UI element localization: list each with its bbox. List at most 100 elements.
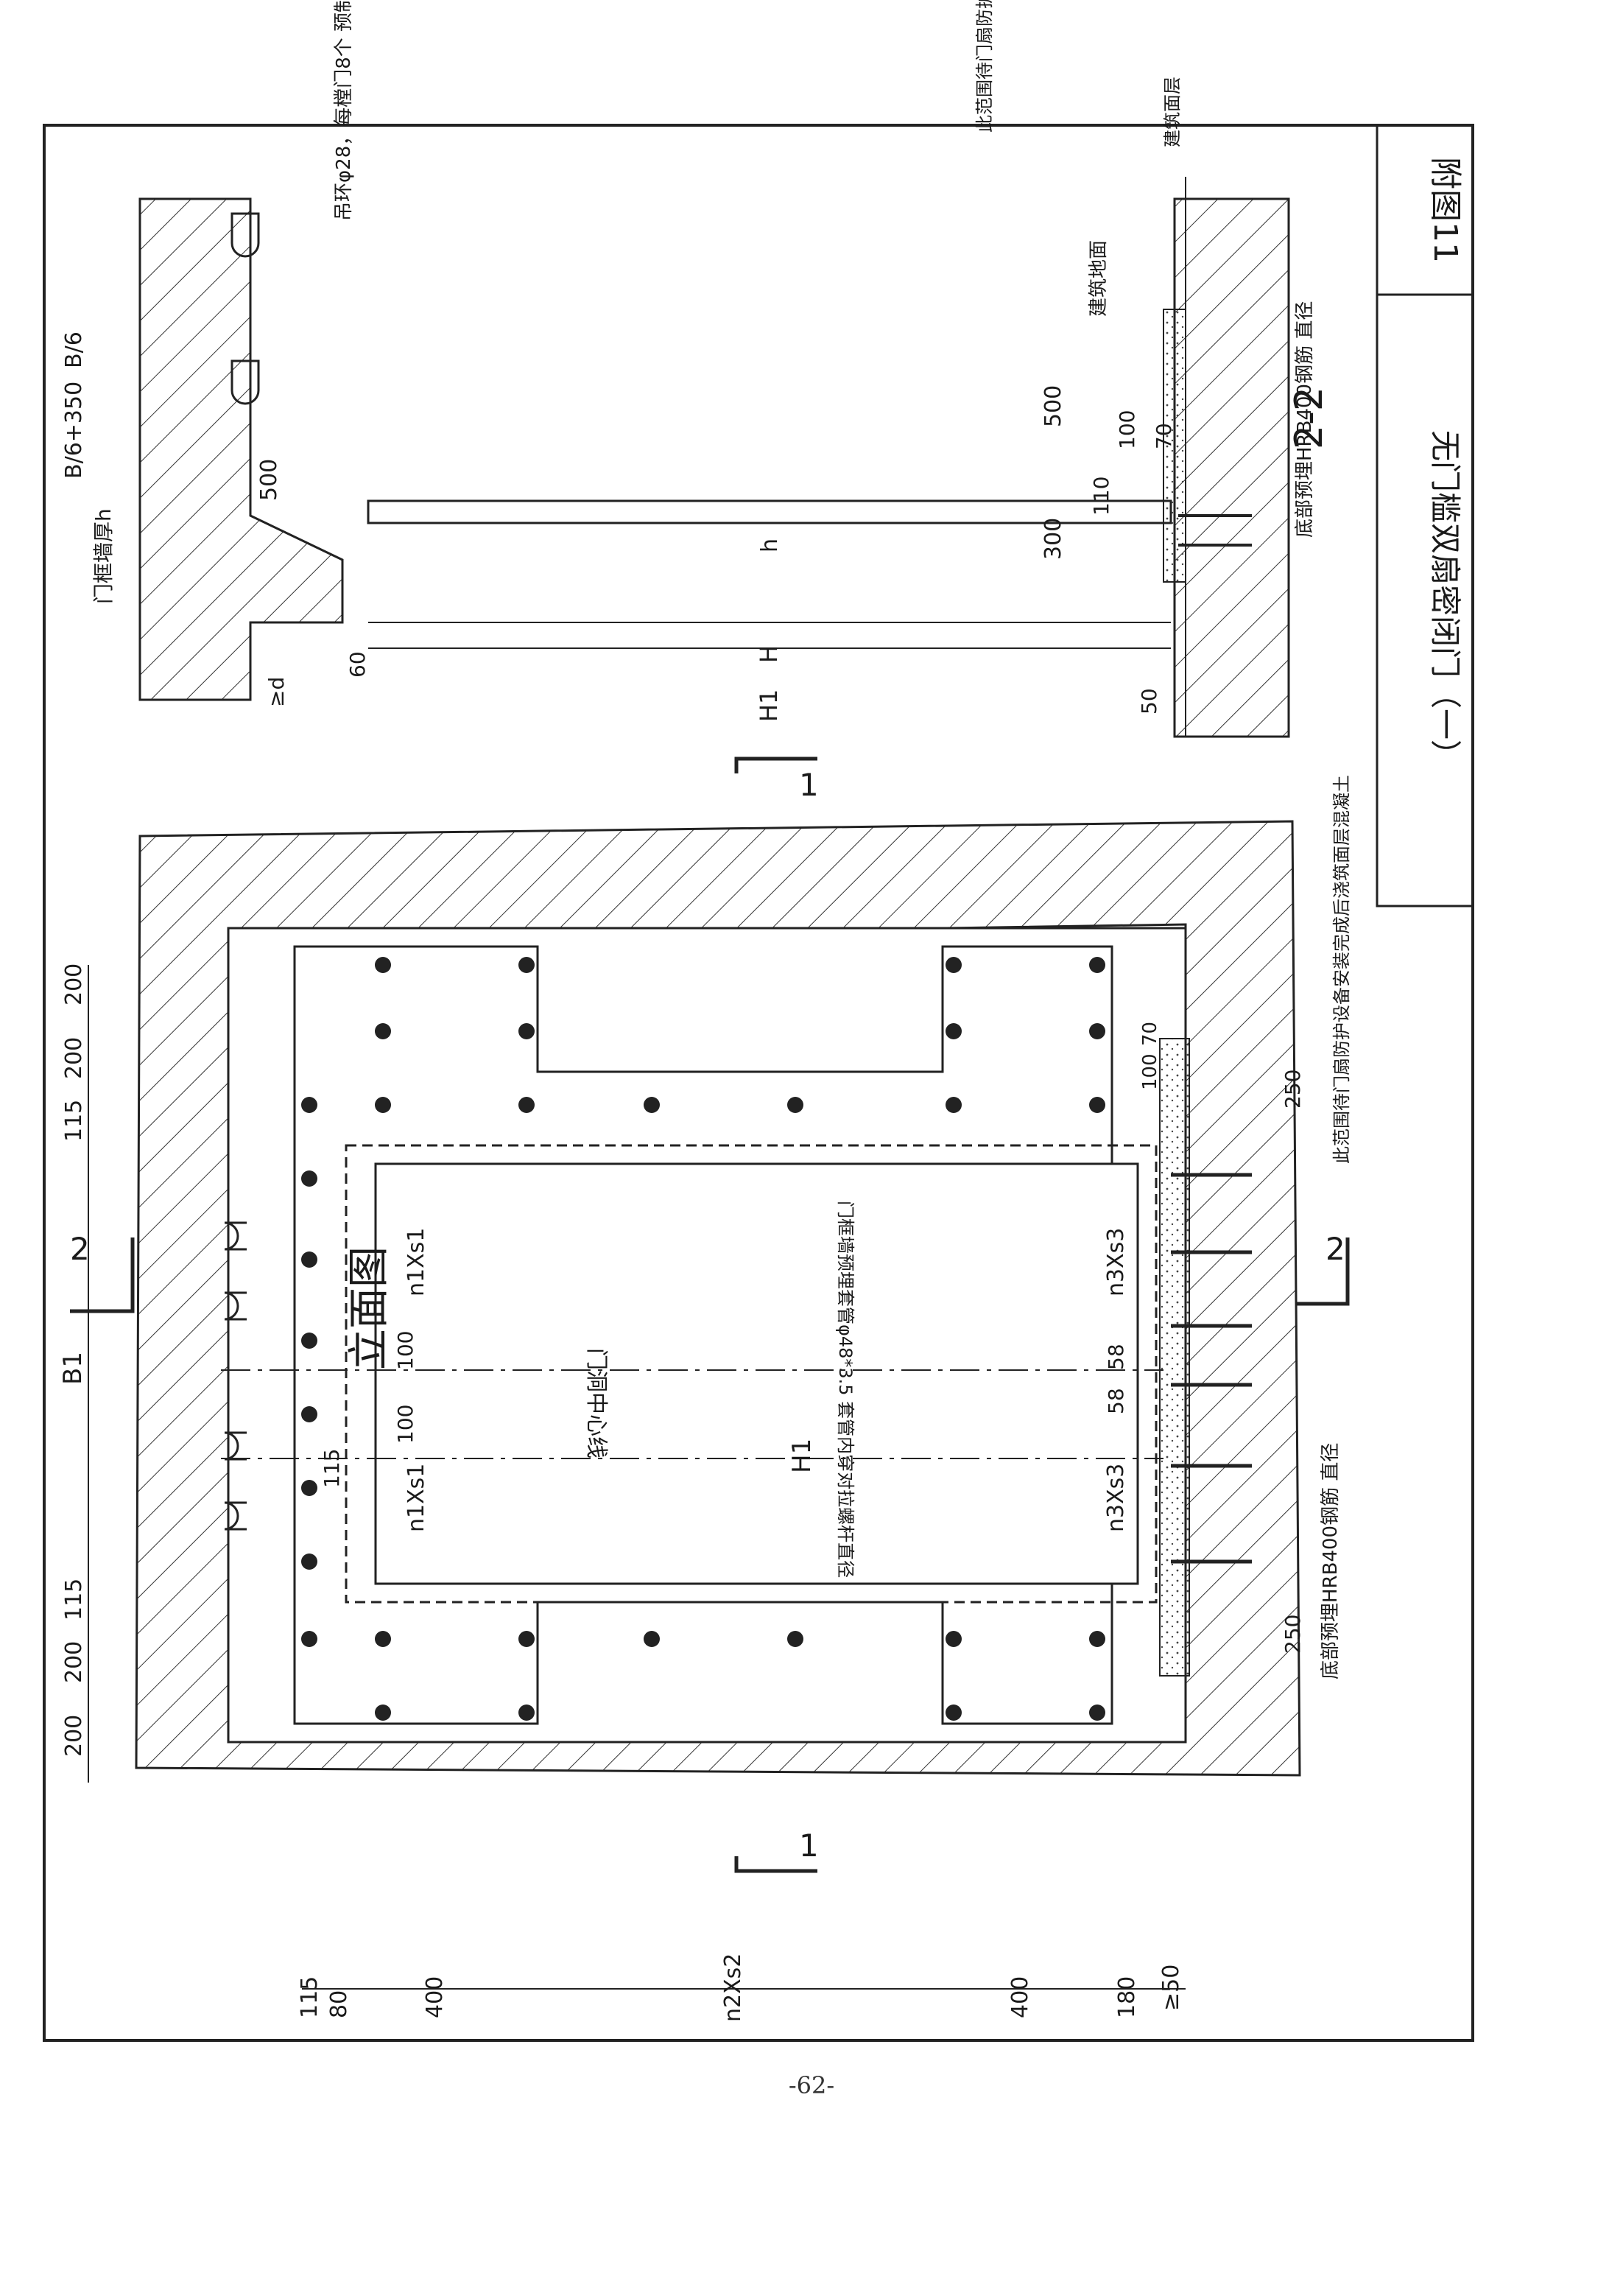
title-block: 附图11 无门槛双扇密闭门（一） [1376,124,1474,907]
elevation-view: 200 200 115 115 200 200 B1 n1Xs1 100 100… [58,775,1352,2022]
bottom-vdim: 250 [1281,1615,1305,1654]
height-label: H1 [787,1439,817,1473]
elevation-embed-frame [293,945,1113,1725]
section-top-slab [138,197,344,701]
bottom-dim: 58 [1104,1388,1128,1414]
section-dim-50: 50 [1137,688,1161,715]
bolt-dot [787,1097,803,1113]
bolt-dot [518,1023,535,1039]
bolt-dot [301,1170,317,1187]
left-dim: 115 [61,1579,87,1621]
h-dim: 115 [297,1976,323,2018]
inner-dim: n1Xs1 [404,1464,429,1532]
bolt-dot [518,1631,535,1647]
bolt-dot [1089,1631,1105,1647]
hook-ring-icon [224,1501,247,1531]
page-number: -62- [788,2071,835,2099]
left-dim: 200 [61,1641,87,1683]
h-dim: ≥50 [1158,1965,1184,2011]
bolt-dot [301,1251,317,1268]
bottom-dim: n3Xs3 [1103,1464,1129,1532]
elevation-view-title: 立面图 [345,1246,393,1370]
section-dim-b6-350: B/6+350 [61,382,87,479]
section-dim-300: 300 [1041,518,1066,560]
section-2-2: B/6 B/6+350 500 门框墙厚h 吊环φ28，每樘门8个 预制顶板，余… [61,0,1331,738]
bolt-dot [644,1631,660,1647]
inner-dim: 100 [393,1331,418,1370]
figure-number: 附图11 [1426,157,1464,263]
elevation-left-dims: 200 200 115 115 200 200 B1 [58,963,89,1783]
bolt-dot [644,1097,660,1113]
hook-ring-icon [224,1431,247,1461]
left-dim: 115 [61,1100,87,1142]
bolt-dot [946,957,962,973]
cut-mark-1-top: 1 [799,767,819,803]
inner-dim: 100 [393,1405,418,1444]
sheet-title: 无门槛双扇密闭门（一） [1427,430,1463,770]
bolt-dot [301,1333,317,1349]
cut-mark-2-left: 2 [70,1231,90,1267]
section-floor-finish [1163,309,1186,583]
h-dim: 180 [1114,1976,1140,2018]
bottom-offset: 100 [1139,1053,1161,1090]
bolt-dot [518,1097,535,1113]
elevation-floor-finish [1159,1038,1190,1677]
section-hook-note: 吊环φ28，每樘门8个 预制顶板，余同 [333,0,355,221]
section-dim-H1: H1 [755,689,783,722]
bolt-dot [375,1705,391,1721]
inner-dim: n1Xs1 [404,1228,429,1296]
hook-ring-icon [230,212,260,258]
section-dim-500b: 500 [1041,385,1066,427]
bolt-dot [946,1097,962,1113]
h-dim: 400 [422,1976,448,2018]
bolt-dot [301,1406,317,1422]
centerline-label: 门洞中心线 [583,1348,609,1458]
elevation-bolts [301,957,1105,1721]
bolt-dot [375,1631,391,1647]
section-dim-60: 60 [345,651,370,678]
bolt-dot [1089,957,1105,973]
section-finish-note: 此范围待门扇防护设备安装完成后浇筑面层混凝土 [974,0,995,133]
hook-ring-icon [224,1221,247,1251]
section-cut-marks: 1 1 2 2 [70,756,1350,1873]
bolt-dot [301,1097,317,1113]
left-dim: 200 [61,1715,87,1757]
elevation-dashed-line [345,1144,1158,1604]
section-dim-d: ≥d [264,677,289,707]
bolt-dot [1089,1705,1105,1721]
elevation-finish-note: 此范围待门扇防护设备安装完成后浇筑面层混凝土 [1331,775,1352,1164]
elevation-anchor-bars [1171,1173,1252,1564]
section-view-title: 2-2 [1287,387,1331,449]
section-dim-70: 70 [1152,423,1176,449]
bolt-dot [1089,1097,1105,1113]
bolt-dot [1089,1023,1105,1039]
section-dim-h: h [757,538,783,552]
bottom-dim: n3Xs3 [1103,1228,1129,1296]
sheet-border [43,124,1474,2042]
bolt-dot [301,1631,317,1647]
bottom-offset: 70 [1139,1022,1161,1046]
bolt-dot [301,1480,317,1496]
inner-dim: 115 [320,1449,344,1488]
bolt-dot [946,1023,962,1039]
section-dim-b6: B/6 [61,331,87,368]
bottom-vdim: 250 [1281,1070,1305,1109]
bolt-dot [946,1631,962,1647]
section-wall-label: 门框墙厚h [91,508,116,604]
elevation-anchor-note: 底部预埋HRB400钢筋 直径 [1320,1443,1342,1679]
section-dim-100: 100 [1115,410,1139,449]
hook-ring-icon [224,1291,247,1321]
bolt-dot [946,1705,962,1721]
bolt-dot [301,1554,317,1570]
left-dim: 200 [61,963,87,1005]
left-dim: 200 [61,1037,87,1079]
elevation-door-opening [374,1162,1139,1585]
bolt-dot [518,957,535,973]
bolt-dot [518,1705,535,1721]
cut-mark-1-bottom: 1 [799,1828,819,1864]
pipe-note: 门框墙预埋套管φ48*3.5 套管内穿对拉螺杆直径 [835,1201,856,1578]
section-dim-H: H [755,645,783,663]
bolt-dot [375,1023,391,1039]
